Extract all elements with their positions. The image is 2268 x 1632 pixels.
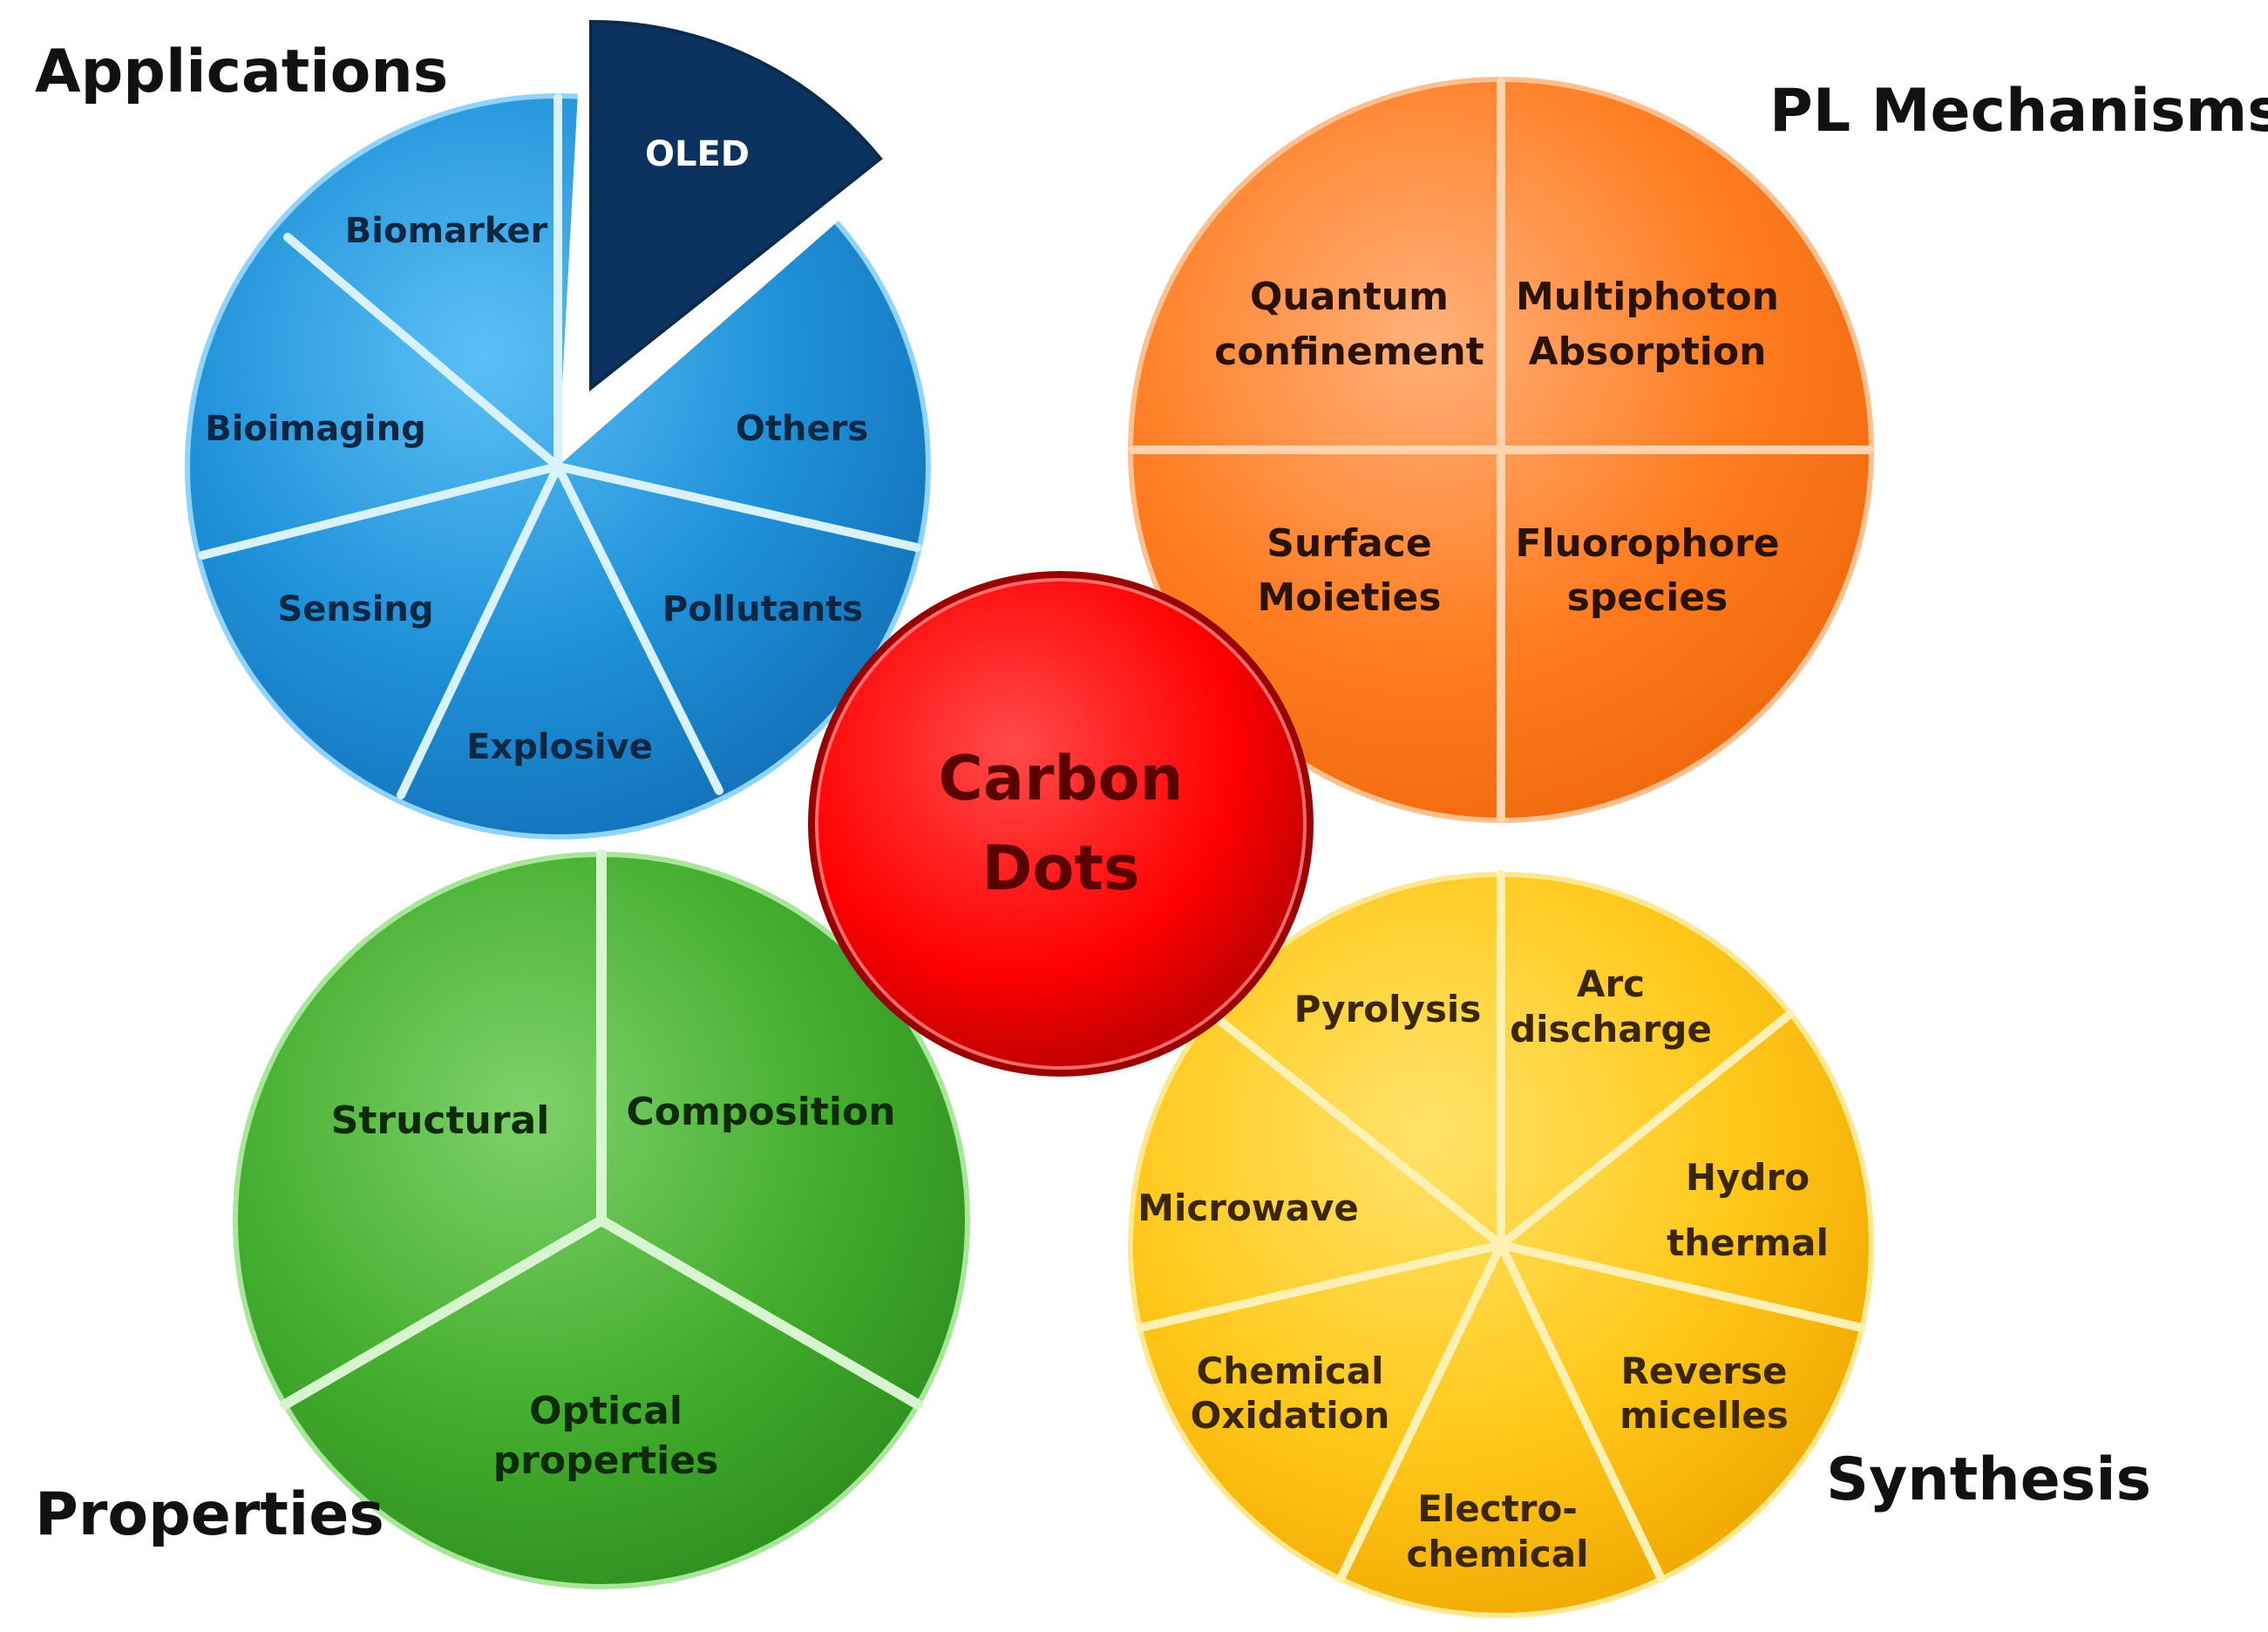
syn-sep-4 [1497, 1241, 1666, 1583]
syn-sep-2 [1497, 1010, 1795, 1249]
applications-separators [198, 93, 921, 799]
app-label-others: Others [736, 409, 868, 449]
app-label-bioimaging: Bioimaging [205, 409, 426, 449]
syn-sep-5 [1336, 1241, 1505, 1583]
app-sep-2 [283, 233, 562, 471]
prop-sep-2 [280, 1215, 607, 1410]
synthesis-separators [1136, 870, 1866, 1583]
syn-label-reverse-1: Reverse [1621, 1350, 1788, 1392]
syn-label-reverse-2: micelles [1620, 1394, 1789, 1437]
pl-mechanisms-title: PL Mechanisms [1769, 77, 2268, 146]
syn-label-arc-1: Arc [1577, 962, 1645, 1005]
prop-label-optical-2: properties [493, 1438, 719, 1483]
prop-sep-3 [596, 1215, 923, 1410]
syn-label-electro-2: chemical [1406, 1533, 1588, 1575]
carbon-dots-center: Carbon Dots [808, 571, 1314, 1077]
prop-label-optical-1: Optical [529, 1389, 682, 1433]
pl-label-quantum-1: Quantum [1250, 275, 1449, 319]
applications-title: Applications [35, 37, 448, 106]
pl-label-surface-2: Moieties [1257, 575, 1441, 620]
pl-label-multiphoton-1: Multiphoton [1516, 275, 1779, 319]
app-sep-3 [198, 462, 562, 560]
pl-separators [1128, 77, 1874, 823]
syn-label-chemical-2: Oxidation [1191, 1394, 1390, 1437]
syn-label-chemical-1: Chemical [1196, 1350, 1383, 1392]
app-label-sensing: Sensing [277, 589, 433, 629]
synthesis-pie: Pyrolysis Arc discharge Hydro thermal Re… [1128, 870, 2151, 1618]
syn-label-microwave: Microwave [1137, 1187, 1359, 1229]
syn-sep-3 [1497, 1241, 1866, 1332]
pl-label-quantum-2: confinement [1214, 330, 1484, 374]
properties-title: Properties [35, 1480, 384, 1549]
app-sep-5 [553, 462, 723, 795]
oled-slice [589, 19, 883, 392]
syn-label-electro-1: Electro- [1417, 1487, 1578, 1530]
app-sep-4 [397, 462, 562, 799]
syn-label-hydro-2: thermal [1667, 1221, 1829, 1264]
syn-sep-7 [1207, 1010, 1505, 1249]
app-label-oled: OLED [645, 134, 750, 174]
pl-label-surface-1: Surface [1266, 521, 1431, 566]
syn-label-pyrolysis: Pyrolysis [1294, 988, 1482, 1030]
pl-mechanisms-pie: PL Mechanisms Quantum confinement Multip… [1128, 77, 2268, 823]
pl-label-fluorophore-2: species [1567, 575, 1728, 620]
synthesis-title: Synthesis [1826, 1445, 2151, 1514]
app-label-biomarker: Biomarker [345, 211, 548, 251]
syn-label-arc-2: discharge [1510, 1008, 1712, 1051]
app-sep-6 [553, 462, 921, 552]
app-label-pollutants: Pollutants [662, 589, 863, 629]
pl-label-fluorophore-1: Fluorophore [1515, 521, 1779, 566]
applications-pie: Applications OLED Others Pollutants Expl… [35, 19, 931, 840]
syn-sep-6 [1136, 1241, 1505, 1332]
app-label-explosive: Explosive [466, 727, 653, 767]
syn-label-hydro-1: Hydro [1686, 1156, 1810, 1199]
center-label-line1: Carbon [938, 743, 1183, 814]
properties-separators [280, 849, 923, 1410]
center-label-line2: Dots [981, 833, 1139, 904]
center-disc [815, 578, 1307, 1070]
properties-pie: Structural Composition Optical propertie… [35, 849, 970, 1589]
prop-label-structural: Structural [331, 1098, 550, 1143]
prop-label-composition: Composition [626, 1090, 895, 1134]
pl-label-multiphoton-2: Absorption [1529, 330, 1767, 374]
